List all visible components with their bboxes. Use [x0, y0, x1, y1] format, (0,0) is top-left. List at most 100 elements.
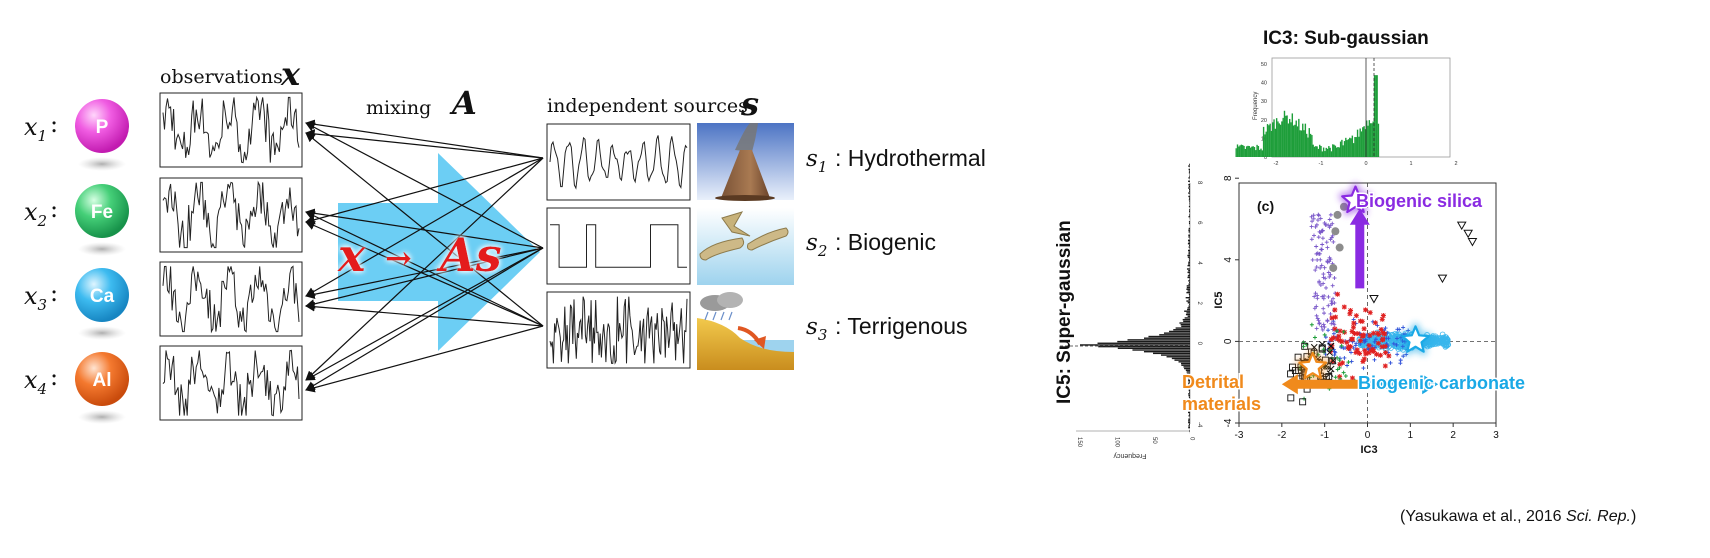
mixing-symbol: A	[449, 84, 477, 122]
citation-suffix: )	[1630, 508, 1637, 525]
top-hist-bar	[1268, 125, 1270, 157]
point-mixed	[1388, 360, 1393, 365]
point-mixed	[1363, 339, 1368, 344]
observation-colon: :	[50, 110, 58, 138]
point-x	[1329, 357, 1337, 364]
point-green	[1334, 329, 1339, 334]
top-hist-bar	[1262, 126, 1265, 157]
point-red	[1371, 330, 1377, 336]
point-carbonate	[1442, 338, 1449, 344]
element-sphere	[75, 268, 129, 322]
point-grey	[1335, 243, 1344, 252]
side-hist-bar	[1169, 330, 1190, 333]
side-hist-ytick: 4	[1196, 261, 1202, 265]
point-silica	[1313, 268, 1318, 273]
top-hist-ytick: 20	[1261, 118, 1267, 124]
point-silica	[1332, 275, 1337, 280]
side-hist-bar	[1187, 256, 1190, 258]
side-hist-bar	[1188, 170, 1190, 172]
observation-subscript: 3	[38, 296, 48, 314]
point-x	[1327, 342, 1335, 350]
top-hist-bar	[1281, 121, 1283, 157]
point-red	[1349, 329, 1355, 335]
side-hist-bar	[1188, 168, 1190, 171]
point-mixed	[1398, 358, 1403, 363]
silica-star	[1341, 185, 1370, 214]
top-hist-bar	[1372, 121, 1374, 157]
top-hist-bar	[1289, 118, 1291, 157]
side-hist-bar	[1188, 222, 1190, 225]
side-hist-bar	[1186, 288, 1190, 290]
point-mixed	[1349, 350, 1353, 355]
side-hist-bar	[1181, 325, 1190, 328]
point-red	[1372, 320, 1378, 326]
scatter-ytick: 0	[1223, 338, 1234, 344]
side-hist-bar	[1186, 312, 1190, 314]
point-mixed	[1327, 339, 1332, 344]
point-mixed	[1354, 341, 1359, 346]
mixing-arrow	[305, 157, 544, 297]
point-silica	[1310, 219, 1315, 224]
top-hist-bar	[1309, 133, 1312, 157]
side-hist-bar	[1188, 199, 1190, 201]
point-silica	[1316, 213, 1321, 218]
top-hist-bar	[1321, 151, 1324, 157]
top-hist-bar	[1329, 147, 1331, 157]
point-green	[1312, 335, 1317, 340]
sphere-shadow	[78, 242, 126, 256]
side-hist-bar	[1188, 426, 1190, 429]
top-hist-bar	[1282, 117, 1284, 157]
side-hist-bar	[1186, 286, 1190, 289]
side-hist-bar	[1188, 394, 1190, 397]
top-hist-bar	[1350, 138, 1352, 157]
side-hist-bar	[1183, 320, 1190, 323]
top-hist-bar	[1328, 146, 1330, 157]
observation-waveform-trace	[162, 180, 300, 249]
source-name: : Terrigenous	[835, 313, 968, 339]
side-hist-bar	[1188, 378, 1190, 380]
side-hist-bar	[1189, 204, 1190, 206]
point-silica	[1317, 321, 1322, 326]
point-red	[1332, 307, 1338, 313]
side-hist-xtick: 150	[1076, 437, 1082, 448]
top-hist-bar	[1320, 145, 1322, 157]
top-hist-xtick: -2	[1274, 161, 1279, 167]
mixing-arrow	[305, 247, 544, 299]
point-silica	[1318, 257, 1323, 262]
point-green	[1341, 329, 1346, 334]
point-red	[1382, 331, 1388, 337]
point-silica	[1328, 311, 1333, 316]
point-silica	[1321, 322, 1326, 327]
observation-colon: :	[50, 363, 58, 391]
point-silica	[1309, 237, 1314, 242]
side-hist-bar	[1160, 354, 1190, 356]
top-hist-bar	[1240, 144, 1243, 157]
point-red	[1348, 307, 1354, 313]
point-silica	[1311, 216, 1316, 221]
source-name: : Biogenic	[835, 229, 936, 255]
scatter-xtick: 2	[1450, 430, 1456, 441]
top-hist-bar	[1277, 121, 1279, 157]
point-silica	[1330, 233, 1335, 238]
side-hist-bar	[1188, 421, 1190, 424]
mixing-arrow	[305, 129, 544, 159]
point-red	[1349, 375, 1355, 381]
top-hist-bar	[1337, 147, 1339, 157]
side-hist-bar	[1188, 374, 1190, 377]
point-red	[1366, 343, 1372, 349]
point-silica	[1314, 304, 1319, 309]
point-silica	[1327, 217, 1332, 222]
point-silica	[1331, 321, 1336, 326]
side-hist-bar	[1166, 356, 1190, 358]
sphere-shadow	[78, 157, 126, 171]
element-label: P	[96, 117, 109, 138]
side-hist-bar	[1189, 430, 1190, 432]
observation-waveform-trace	[162, 95, 300, 164]
side-hist-bar	[1127, 339, 1190, 341]
point-red	[1362, 347, 1368, 353]
top-hist-bar	[1249, 147, 1252, 157]
observation-waveform-trace	[162, 349, 300, 417]
